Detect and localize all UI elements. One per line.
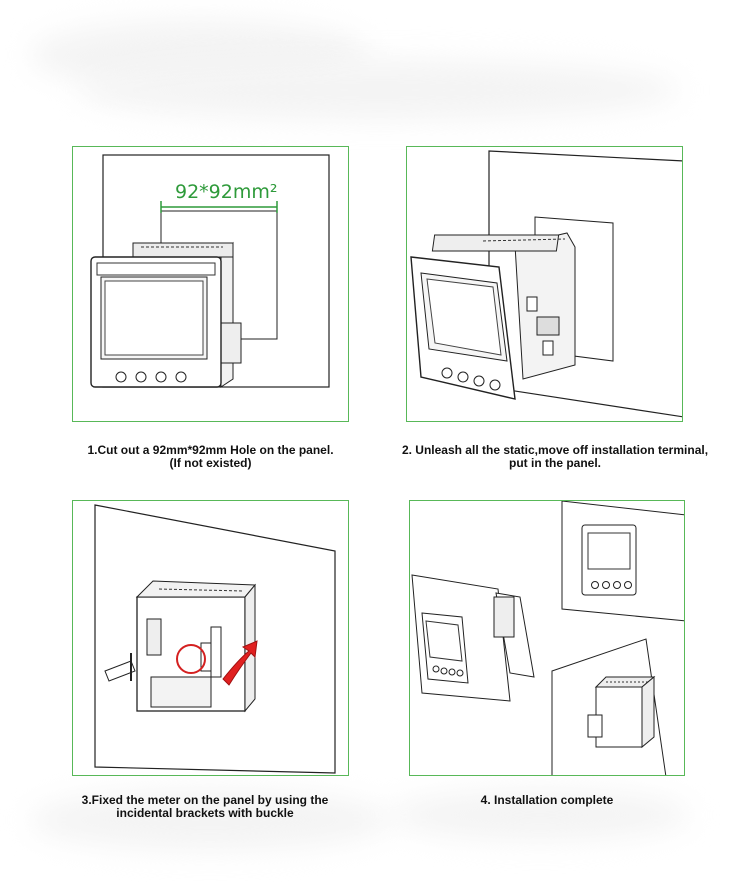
background-smudge <box>80 60 680 120</box>
step2-caption: 2. Unleash all the static,move off insta… <box>401 443 709 470</box>
step3-caption: 3.Fixed the meter on the panel by using … <box>81 793 329 820</box>
step3-illustration <box>94 504 336 774</box>
step2-illustration <box>410 150 682 418</box>
step1-illustration <box>90 154 330 388</box>
step4-illustration-frame <box>409 500 685 776</box>
step1-caption: 1.Cut out a 92mm*92mm Hole on the panel.… <box>87 443 334 470</box>
step4-illustration <box>411 501 684 775</box>
step4-caption: 4. Installation complete <box>480 793 614 807</box>
step3-illustration-frame <box>72 500 349 776</box>
hole-dimension-label: 92*92mm² <box>175 181 278 203</box>
step1-illustration-frame: 92*92mm² <box>72 146 349 422</box>
background-smudge <box>390 790 690 840</box>
background-smudge <box>30 790 390 850</box>
step2-illustration-frame <box>406 146 683 422</box>
